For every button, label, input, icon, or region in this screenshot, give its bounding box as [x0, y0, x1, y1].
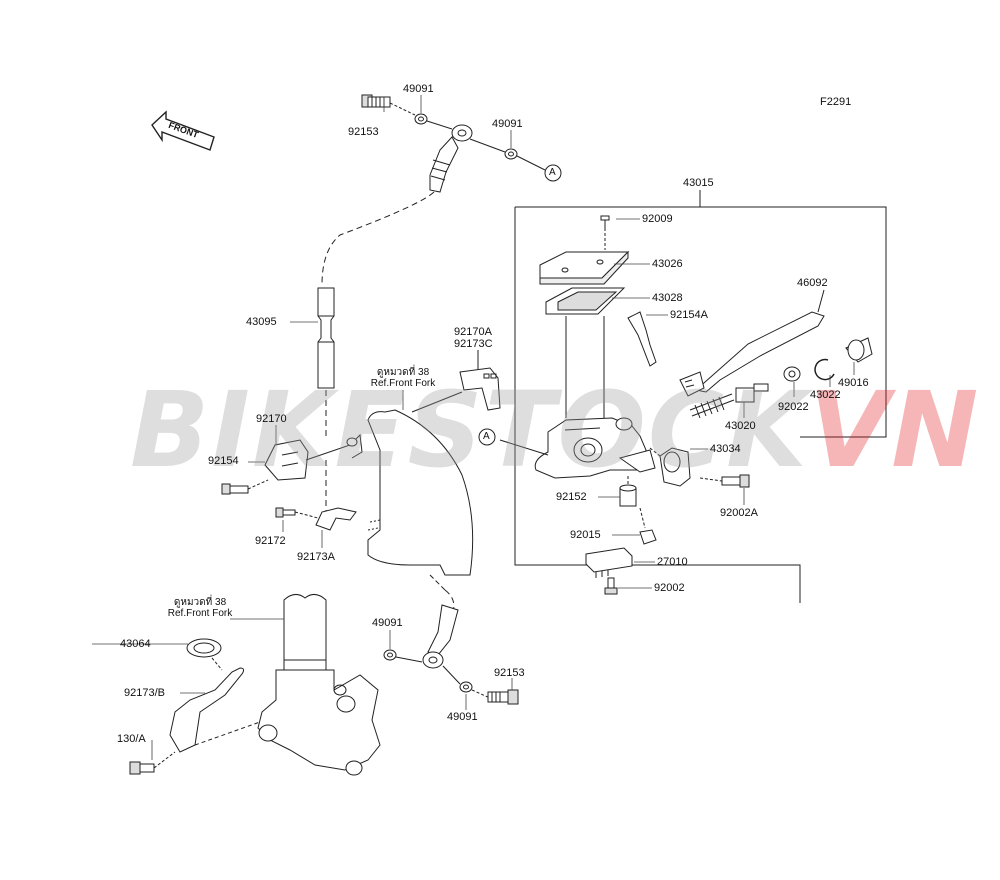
assembly-box-43015: [514, 207, 801, 603]
brake-hose-lower-fitting: [422, 604, 459, 669]
part-label-92172[interactable]: 92172: [255, 535, 286, 547]
boot-49016: [845, 337, 873, 363]
pushrod-92154A: [627, 311, 657, 367]
hose-clamp-92170: [264, 433, 363, 481]
part-label-43022[interactable]: 43022: [810, 389, 841, 401]
part-label-43026[interactable]: 43026: [652, 258, 683, 270]
brake-hose-43095: [317, 287, 335, 389]
figure-code: F2291: [820, 96, 852, 108]
part-label-92173B[interactable]: 92173/B: [124, 687, 165, 699]
part-label-92015[interactable]: 92015: [570, 529, 601, 541]
ref-upper-line-1: ดูหมวดที่ 38: [376, 367, 430, 378]
part-label-49091-top-2[interactable]: 49091: [492, 118, 523, 130]
part-label-92170A[interactable]: 92170A: [454, 326, 492, 338]
reservoir-cap-43026: [539, 250, 630, 285]
ref-circle-a-mid: [478, 428, 496, 446]
part-label-43015[interactable]: 43015: [683, 177, 714, 189]
part-label-49016[interactable]: 49016: [838, 377, 869, 389]
part-label-43095[interactable]: 43095: [246, 316, 277, 328]
washer-49091-lower-1: [383, 649, 397, 661]
part-label-92002A[interactable]: 92002A: [720, 507, 758, 519]
grommet-43064: [186, 638, 222, 658]
diaphragm-43028: [545, 287, 626, 315]
part-label-49091-lower-2[interactable]: 49091: [447, 711, 478, 723]
ref-circle-a-top: [544, 164, 562, 182]
banjo-bolt-92153-lower: [487, 689, 519, 705]
part-label-92173C[interactable]: 92173C: [454, 338, 493, 350]
part-label-92154A[interactable]: 92154A: [670, 309, 708, 321]
part-label-92009[interactable]: 92009: [642, 213, 673, 225]
circlip-43022: [814, 358, 835, 381]
part-label-92153-top[interactable]: 92153: [348, 126, 379, 138]
ref-upper-line-2: Ref.Front Fork: [370, 378, 436, 389]
screw-92002: [604, 577, 618, 595]
ref-a-top-label: A: [549, 167, 556, 178]
front-arrow-icon: [151, 110, 215, 151]
washer-49091-top-1: [414, 113, 428, 125]
part-label-92022[interactable]: 92022: [778, 401, 809, 413]
nut-92015: [639, 529, 657, 545]
switch-27010: [585, 547, 633, 578]
part-label-130A[interactable]: 130/A: [117, 733, 146, 745]
washer-92022: [783, 366, 801, 382]
master-cylinder-body: [534, 417, 656, 479]
banjo-bolt-92153-top: [361, 94, 391, 108]
part-label-43064[interactable]: 43064: [120, 638, 151, 650]
bolt-130A: [129, 761, 155, 775]
part-label-49091-lower-1[interactable]: 49091: [372, 617, 403, 629]
ref-a-mid-label: A: [483, 431, 490, 442]
screw-92009: [600, 215, 610, 228]
part-label-92152[interactable]: 92152: [556, 491, 587, 503]
ref-lower-line-1: ดูหมวดที่ 38: [173, 597, 227, 608]
clamp-92170A: [411, 367, 501, 413]
brake-lever-46092: [679, 311, 825, 397]
part-label-46092[interactable]: 46092: [797, 277, 828, 289]
part-label-92002[interactable]: 92002: [654, 582, 685, 594]
clamp-43034: [659, 447, 691, 487]
ref-front-fork-lower: ดูหมวดที่ 38 Ref.Front Fork: [140, 597, 260, 619]
part-label-27010[interactable]: 27010: [657, 556, 688, 568]
washer-49091-top-2: [504, 148, 518, 160]
ref-lower-line-2: Ref.Front Fork: [167, 608, 233, 619]
part-label-43020[interactable]: 43020: [725, 420, 756, 432]
brake-hose-top-fitting: [429, 124, 473, 193]
part-label-92173A[interactable]: 92173A: [297, 551, 335, 563]
bolt-92154: [221, 483, 249, 495]
part-label-43034[interactable]: 43034: [710, 443, 741, 455]
part-label-92154[interactable]: 92154: [208, 455, 239, 467]
piston-kit-43020: [689, 383, 769, 419]
clamp-92173B: [169, 667, 245, 753]
washer-49091-lower-2: [459, 681, 473, 693]
part-label-49091-top-1[interactable]: 49091: [403, 83, 434, 95]
part-label-43028[interactable]: 43028: [652, 292, 683, 304]
part-label-92170[interactable]: 92170: [256, 413, 287, 425]
fork-leg: [257, 594, 381, 776]
part-label-92153-lower[interactable]: 92153: [494, 667, 525, 679]
bolt-92002A: [721, 474, 750, 488]
screw-92172: [275, 507, 296, 518]
bushing-92152: [619, 484, 637, 507]
ref-front-fork-upper: ดูหมวดที่ 38 Ref.Front Fork: [343, 367, 463, 389]
front-fork-plate: [367, 409, 474, 576]
clamp-92173A: [315, 507, 357, 531]
